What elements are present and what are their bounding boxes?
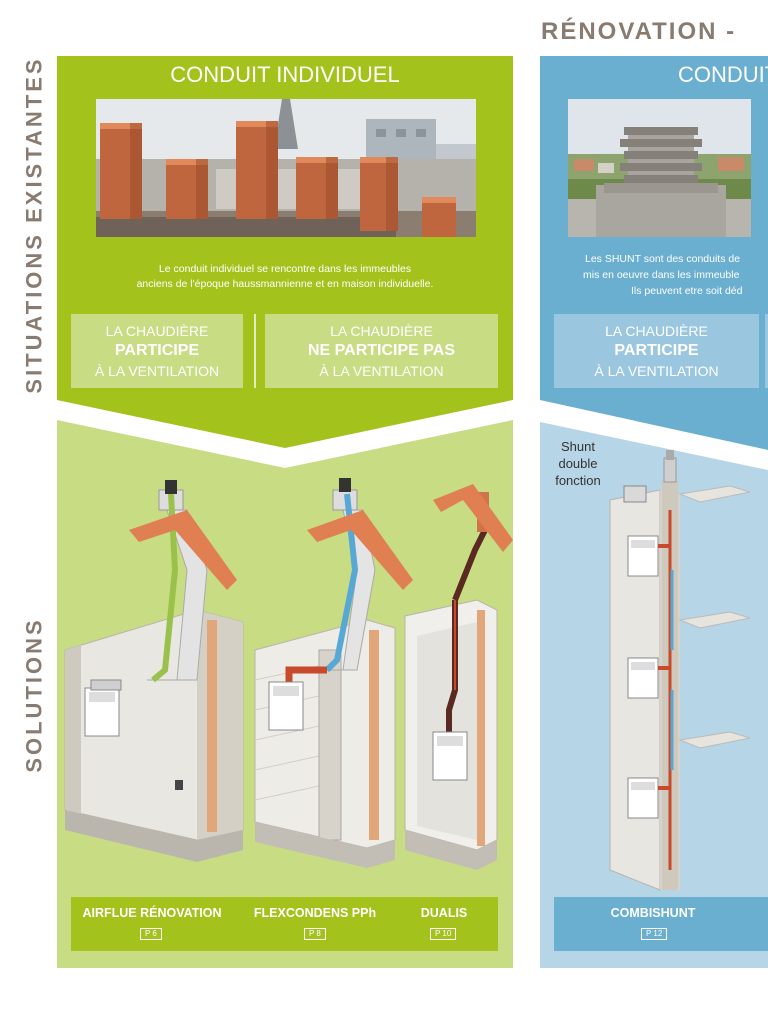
header-renovation: RÉNOVATION - (541, 18, 737, 45)
product-airflue-page: P 6 (140, 928, 162, 940)
right-option-next-edge (765, 314, 768, 388)
right-panel-title: CONDUIT (678, 62, 768, 87)
option-ne-participe-line3: À LA VENTILATION (319, 363, 444, 379)
left-panel-title: CONDUIT INDIVIDUEL (170, 62, 400, 87)
option-participe: LA CHAUDIÈRE PARTICIPE À LA VENTILATION (71, 314, 243, 388)
left-panel-text-1: Le conduit individuel se rencontre dans … (158, 263, 412, 275)
product-combishunt: COMBISHUNT (610, 906, 696, 920)
chimney-pots-photo (96, 99, 476, 237)
option-divider (254, 314, 256, 388)
product-dualis: DUALIS (420, 906, 468, 920)
product-flexcondens: FLEXCONDENS PPh (253, 906, 377, 920)
right-panel-text-1: Les SHUNT sont des conduits de (585, 253, 741, 265)
product-airflue-renovation: AIRFLUE RÉNOVATION (82, 906, 222, 920)
left-solutions-illustrations (64, 478, 513, 870)
right-option-line3: À LA VENTILATION (594, 363, 719, 379)
right-option-line1: LA CHAUDIÈRE (605, 323, 708, 339)
shunt-label-line1: Shunt (561, 439, 595, 454)
product-combishunt-page: P 12 (641, 928, 668, 940)
shunt-label-line3: fonction (555, 473, 601, 488)
right-product-bar (554, 897, 768, 951)
option-participe-line3: À LA VENTILATION (94, 363, 220, 379)
shunt-double-fonction-label: Shunt double fonction (548, 438, 608, 489)
option-participe-line1: LA CHAUDIÈRE (105, 323, 209, 339)
right-option-line2: PARTICIPE (614, 342, 699, 359)
airflue-illustration (64, 480, 244, 862)
product-dualis-page: P 10 (430, 928, 457, 940)
product-flexcondens-page: P 8 (304, 928, 326, 940)
option-ne-participe-line2: NE PARTICIPE PAS (308, 342, 455, 359)
option-ne-participe-line1: LA CHAUDIÈRE (330, 323, 433, 339)
option-ne-participe-pas: LA CHAUDIÈRE NE PARTICIPE PAS À LA VENTI… (265, 314, 498, 388)
left-panel-text-2: anciens de l'époque haussmannienne et en… (136, 278, 434, 290)
combishunt-illustration (609, 450, 751, 891)
dualis-illustration (404, 484, 513, 870)
right-panel-text-2: mis en oeuvre dans les immeuble (583, 269, 740, 281)
right-panel-text-3: Ils peuvent etre soit déd (631, 285, 743, 297)
shunt-label-line2: double (558, 456, 598, 471)
option-participe-line2: PARTICIPE (114, 342, 200, 359)
right-option-participe: LA CHAUDIÈRE PARTICIPE À LA VENTILATION (554, 314, 759, 388)
left-product-bar (71, 897, 498, 951)
shunt-chimney-photo (568, 99, 751, 237)
flexcondens-illustration (254, 478, 413, 868)
